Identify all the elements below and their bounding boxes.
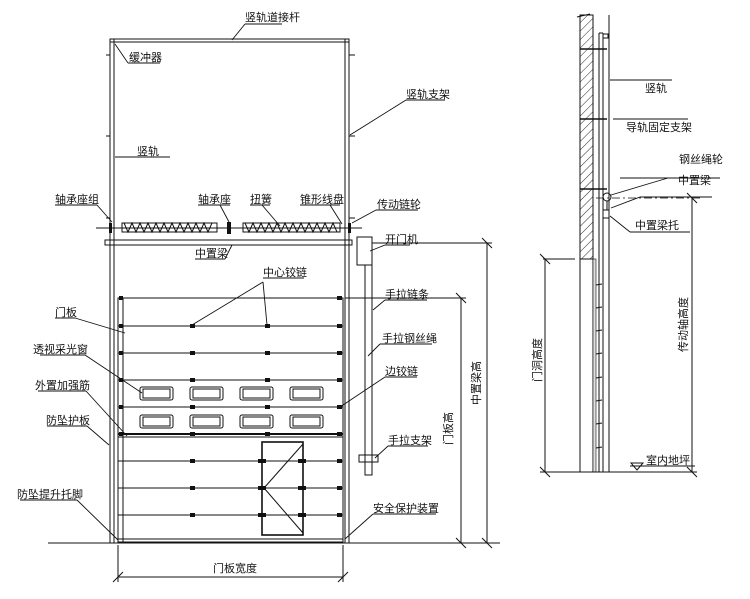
label-center-hinge: 中心铰链 — [263, 265, 307, 279]
drive-sprocket — [348, 223, 351, 233]
door-opener — [356, 236, 373, 266]
panel-hinge-ticks — [595, 283, 603, 449]
shaft-height-dimension — [686, 192, 698, 478]
label-rail-bracket: 竖轨支架 — [406, 87, 450, 101]
label-side-hinge: 边铰链 — [385, 364, 418, 378]
side-label-vertical-rail: 竖轨 — [645, 81, 667, 95]
opening-height-dimension — [539, 253, 575, 478]
middle-beam — [104, 239, 353, 246]
door-panel — [117, 297, 344, 543]
torsion-spring-right — [242, 222, 341, 233]
label-buffer: 缓冲器 — [129, 50, 162, 64]
label-fall-guard: 防坠护板 — [46, 413, 90, 427]
torsion-spring-left — [121, 222, 218, 233]
label-window: 透视采光窗 — [33, 342, 88, 356]
rail-fixing-brackets — [580, 48, 607, 190]
bearing — [227, 222, 231, 234]
hand-chain-tube — [364, 264, 373, 476]
shaft-height-label: 传动轴高度 — [676, 297, 690, 352]
opening-height-label: 门洞高度 — [530, 338, 544, 382]
panel-joints — [118, 325, 343, 540]
beam-height-dimension — [372, 237, 493, 549]
label-safety-device: 安全保护装置 — [373, 501, 439, 515]
wire-sheave — [602, 192, 612, 202]
side-label-rail-fixing-bracket: 导轨固定支架 — [626, 120, 692, 134]
right-vertical-rail — [344, 38, 350, 544]
side-label-wire-sheave: 钢丝绳轮 — [679, 152, 723, 166]
label-torsion-spring: 扭簧 — [250, 192, 272, 206]
wicket-door — [261, 441, 304, 536]
bearing-group — [109, 223, 112, 233]
label-drive-sprocket: 传动链轮 — [377, 197, 421, 211]
windows — [139, 386, 324, 429]
label-stiffener: 外置加强筋 — [35, 378, 90, 392]
side-view: 门洞高度 传动轴高度 竖轨 导轨固定支架 钢丝绳轮 中置梁 中置梁托 室内地坪 — [530, 13, 723, 478]
label-door-panel: 门板 — [55, 305, 77, 319]
wall-lintel — [579, 14, 594, 260]
side-door-panel — [592, 258, 597, 473]
leader-lines — [20, 23, 445, 541]
label-hand-bracket: 手拉支架 — [388, 433, 432, 447]
label-middle-beam: 中置梁 — [195, 246, 228, 260]
panel-height-dimension — [345, 292, 467, 549]
hand-bracket — [358, 454, 379, 463]
label-cone-drum: 锥形线盘 — [300, 192, 344, 206]
label-top-connector: 竖轨道接杆 — [245, 10, 300, 24]
side-label-beam-support: 中置梁托 — [635, 218, 679, 232]
beam-height-label: 中置梁高 — [469, 361, 483, 405]
panel-width-label: 门板宽度 — [213, 561, 257, 575]
side-label-middle-beam: 中置梁 — [678, 173, 711, 187]
label-bearing: 轴承座 — [198, 192, 231, 206]
side-label-indoor-floor: 室内地坪 — [646, 453, 690, 467]
label-opener: 开门机 — [385, 232, 418, 246]
panel-height-label: 门板高 — [441, 412, 455, 445]
label-bearing-group: 轴承座组 — [55, 192, 99, 206]
label-hand-chain: 手拉链条 — [385, 287, 429, 301]
front-view: 门板宽度 门板高 中置梁高 — [17, 10, 500, 583]
top-connector-bar — [109, 38, 350, 43]
left-vertical-rail — [109, 38, 115, 544]
beam-support — [602, 209, 610, 219]
floor-level-symbol — [629, 462, 645, 471]
label-fall-lift-foot: 防坠提升托脚 — [17, 487, 83, 501]
label-vertical-rail: 竖轨 — [137, 144, 159, 158]
panel-width-dimension — [112, 545, 349, 583]
label-hand-wire-rope: 手拉钢丝绳 — [382, 331, 437, 345]
side-leader-lines — [609, 79, 720, 467]
